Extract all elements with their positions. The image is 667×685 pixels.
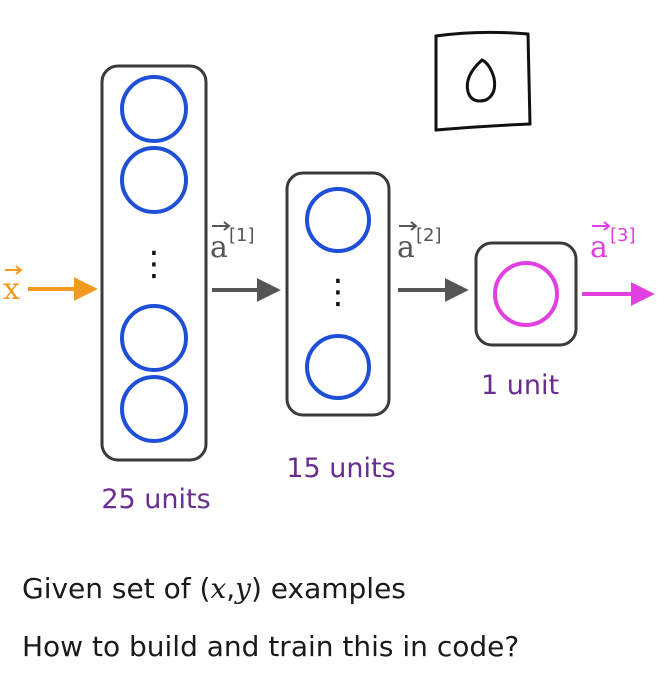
layer-3-units-label: 1 unit (481, 370, 559, 401)
caption-x: x (210, 572, 227, 605)
caption-y: y (235, 572, 251, 605)
a2-superscript: [2] (416, 225, 442, 246)
a3-vector-arrow-icon (592, 221, 611, 231)
a1-superscript: [1] (229, 225, 255, 246)
input-vector-arrow-icon (5, 265, 23, 275)
a1-label: a (210, 230, 228, 265)
layer-3-box (474, 241, 578, 347)
input-x-label: x (3, 272, 20, 307)
layer-2-neuron (305, 334, 371, 400)
layer-1-neuron (120, 75, 188, 143)
layer-1-neuron (120, 146, 188, 214)
layer-2-ellipsis: ⋮ (321, 272, 355, 312)
layer-2-units-label: 15 units (286, 453, 395, 484)
handwritten-digit-sketch (434, 30, 532, 132)
a1-vector-arrow-icon (212, 221, 231, 231)
layer-1-neuron (120, 304, 188, 372)
layer-1-units-label: 25 units (101, 484, 210, 515)
caption-build-train: How to build and train this in code? (22, 630, 520, 663)
layer-1-neuron (120, 375, 188, 443)
caption-comma: , (226, 572, 236, 605)
output-neuron (493, 261, 559, 327)
a3-superscript: [3] (610, 225, 636, 246)
a2-label: a (397, 230, 415, 265)
layer-2-neuron (305, 187, 371, 253)
layer-1: ⋮ 25 units (100, 64, 211, 515)
caption-suffix: ) examples (250, 572, 406, 605)
caption-prefix: Given set of ( (22, 572, 211, 605)
layer-1-ellipsis: ⋮ (137, 244, 171, 284)
activation-a3: a [3] (582, 221, 655, 306)
a3-label: a (590, 230, 608, 265)
caption-given-examples: Given set of (x,y) examples (22, 572, 406, 605)
activation-a1: a [1] (210, 221, 281, 302)
input-x: x (3, 265, 98, 307)
a2-vector-arrow-icon (399, 221, 418, 231)
layer-3: 1 unit (474, 241, 578, 401)
layer-2-box (285, 171, 391, 417)
layer-2: ⋮ 15 units (285, 171, 396, 484)
activation-a2: a [2] (397, 221, 469, 302)
